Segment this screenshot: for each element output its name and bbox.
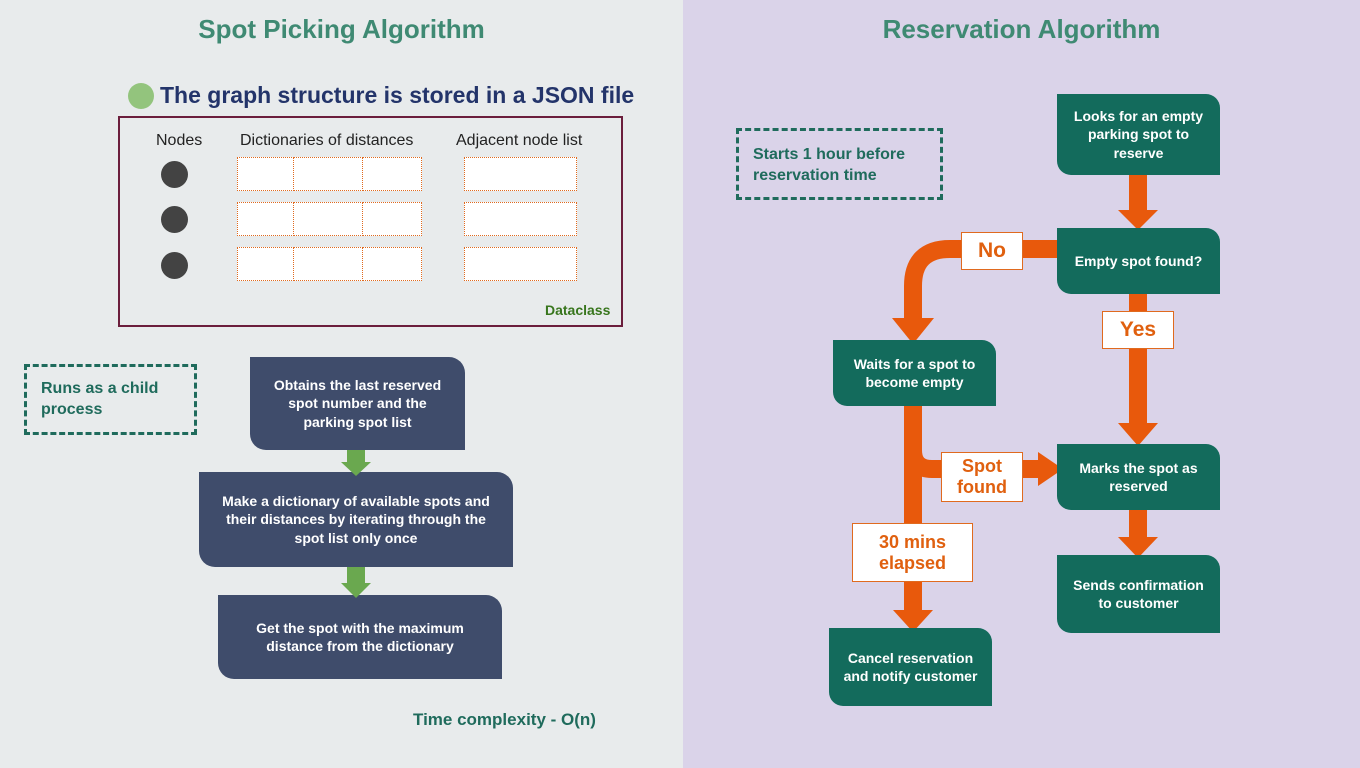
spot-found-label: Spot found (941, 452, 1023, 502)
dataclass-label: Dataclass (545, 302, 611, 318)
distance-cell (362, 247, 422, 281)
left-title: Spot Picking Algorithm (198, 14, 485, 44)
marks-reserved-box: Marks the spot as reserved (1057, 444, 1220, 510)
yes-label: Yes (1102, 311, 1174, 349)
child-process-note: Runs as a child process (24, 364, 197, 435)
step-dictionary-box: Make a dictionary of available spots and… (199, 472, 513, 567)
nodes-column-label: Nodes (156, 132, 203, 149)
right-title: Reservation Algorithm (882, 14, 1161, 44)
empty-spot-found-box: Empty spot found? (1057, 228, 1220, 294)
distance-cell (293, 202, 363, 236)
start-time-note: Starts 1 hour before reservation time (736, 128, 943, 200)
dataclass-box (118, 116, 623, 327)
adjacent-cell (464, 157, 577, 191)
distance-cell (237, 157, 294, 191)
adjacent-cell (464, 247, 577, 281)
time-complexity-label: Time complexity - O(n) (413, 710, 596, 729)
waits-for-spot-box: Waits for a spot to become empty (833, 340, 996, 406)
distance-cell (362, 202, 422, 236)
sends-confirmation-box: Sends confirmation to customer (1057, 555, 1220, 633)
cancel-reservation-box: Cancel reservation and notify customer (829, 628, 992, 706)
adjacent-cell (464, 202, 577, 236)
graph-heading: The graph structure is stored in a JSON … (160, 82, 635, 108)
step-max-distance-box: Get the spot with the maximum distance f… (218, 595, 502, 679)
distance-cell (293, 157, 363, 191)
node-dot-icon (161, 161, 188, 188)
bullet-dot-icon (128, 83, 154, 109)
distance-cell (362, 157, 422, 191)
distance-cell (293, 247, 363, 281)
node-dot-icon (161, 252, 188, 279)
mins-elapsed-label: 30 mins elapsed (852, 523, 973, 582)
step-obtain-box: Obtains the last reserved spot number an… (250, 357, 465, 450)
right-panel (683, 0, 1360, 768)
distance-cell (237, 247, 294, 281)
no-label: No (961, 232, 1023, 270)
adjacent-column-label: Adjacent node list (456, 132, 583, 149)
node-dot-icon (161, 206, 188, 233)
looks-for-spot-box: Looks for an empty parking spot to reser… (1057, 94, 1220, 175)
distances-column-label: Dictionaries of distances (240, 132, 414, 149)
distance-cell (237, 202, 294, 236)
